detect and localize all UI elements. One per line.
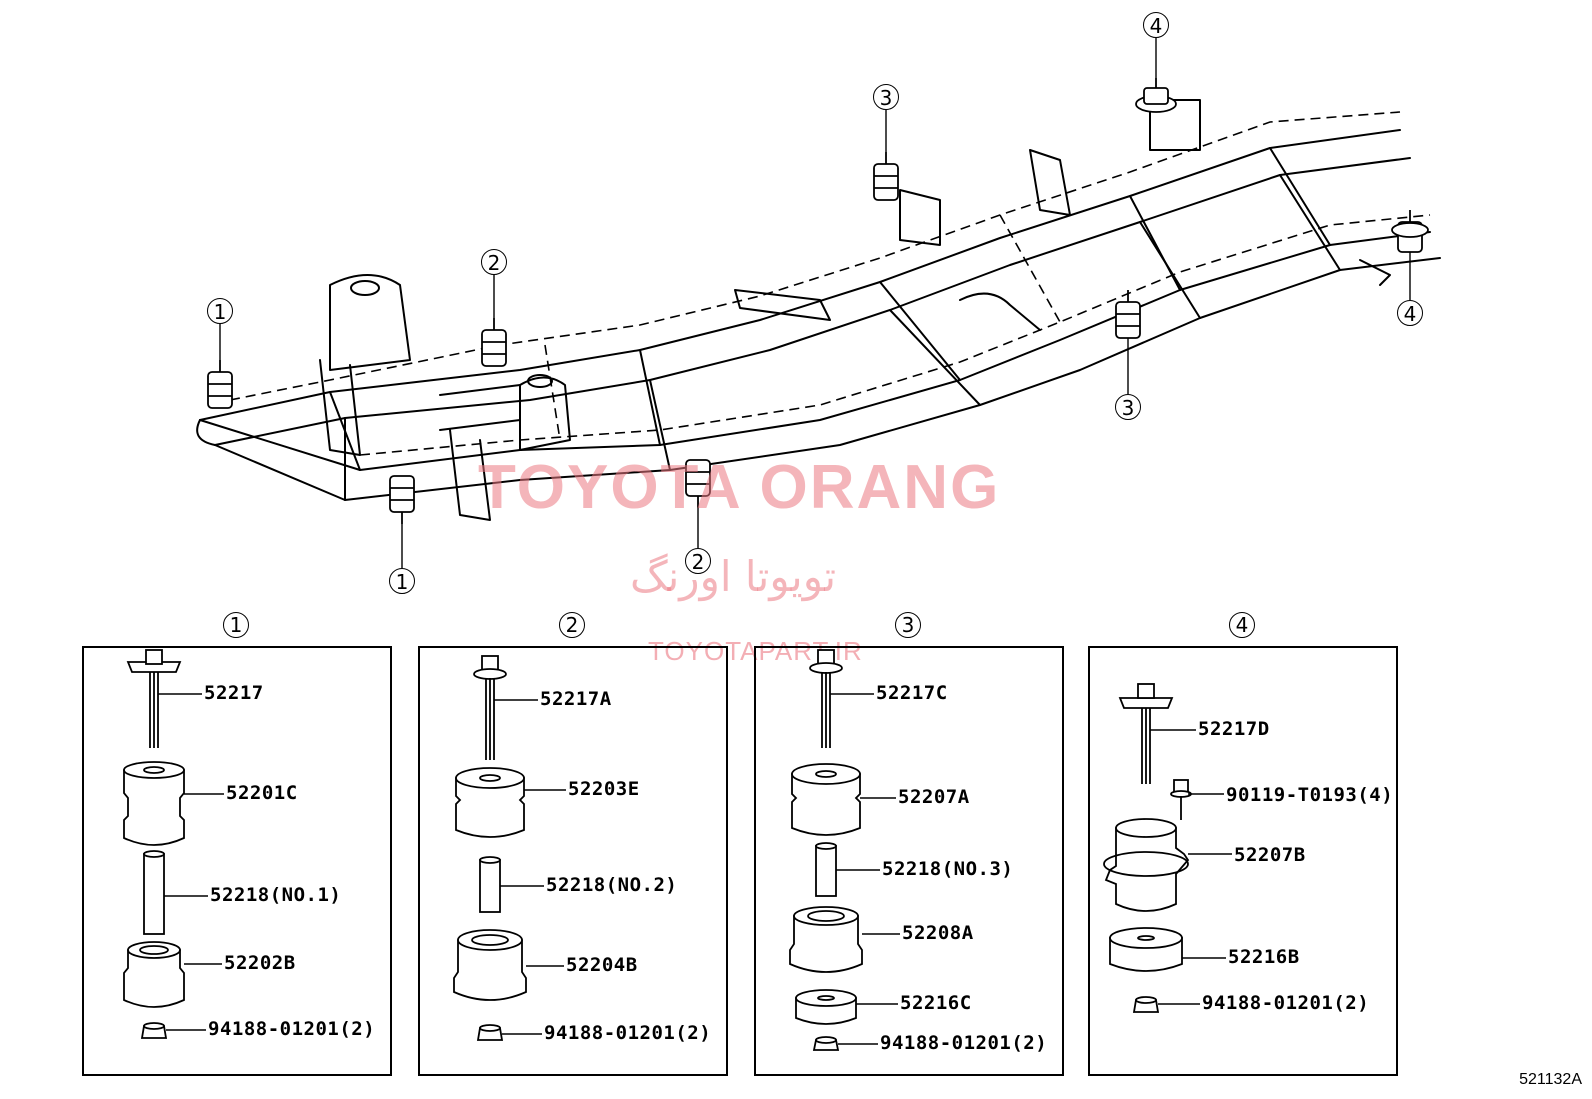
part-52203E[interactable]: 52203E (568, 778, 640, 800)
part-52217A[interactable]: 52217A (540, 688, 612, 710)
frame-mount-4a (1135, 78, 1177, 113)
part-52218-no1[interactable]: 52218(NO.1) (210, 884, 342, 906)
part-52208A[interactable]: 52208A (902, 922, 974, 944)
part-94188-01201[interactable]: 94188-01201(2) (208, 1018, 376, 1040)
panel-3-callout: 3 (895, 612, 921, 638)
part-52217C[interactable]: 52217C (876, 682, 948, 704)
watermark-english: TOYOTA ORANG (478, 453, 1001, 522)
part-52217D[interactable]: 52217D (1198, 718, 1270, 740)
panel-1: 52217 52201C 52218(NO.1) 52202B 94188-01… (82, 646, 392, 1076)
frame-mount-3a (873, 152, 899, 201)
part-52216C[interactable]: 52216C (900, 992, 972, 1014)
frame-callout-3b: 3 (1115, 394, 1141, 420)
frame-mount-2b (685, 459, 711, 508)
figure-reference: 521132A (1519, 1071, 1582, 1088)
frame-mount-1a (207, 360, 233, 409)
panel-4-callout: 4 (1229, 612, 1255, 638)
frame-mount-1b (389, 475, 415, 524)
part-52204B[interactable]: 52204B (566, 954, 638, 976)
frame-mount-2a (481, 318, 507, 367)
frame-callout-2b: 2 (685, 548, 711, 574)
chassis-frame-illustration (196, 38, 1441, 568)
part-94188-01201[interactable]: 94188-01201(2) (544, 1022, 712, 1044)
part-52207B[interactable]: 52207B (1234, 844, 1306, 866)
part-94188-01201[interactable]: 94188-01201(2) (880, 1032, 1048, 1054)
frame-mount-4b (1391, 210, 1429, 253)
part-90119-T0193[interactable]: 90119-T0193(4) (1226, 784, 1394, 806)
watermark-persian: تویوتا اورنگ (630, 552, 837, 601)
frame-callout-2a: 2 (481, 249, 507, 275)
frame-callout-1a: 1 (207, 298, 233, 324)
frame-callout-4b: 4 (1397, 300, 1423, 326)
part-52202B[interactable]: 52202B (224, 952, 296, 974)
frame-callout-3a: 3 (873, 84, 899, 110)
part-52218-no2[interactable]: 52218(NO.2) (546, 874, 678, 896)
panel-4: 52217D 90119-T0193(4) 52207B 52216B 9418… (1088, 646, 1398, 1076)
frame-callout-1b: 1 (389, 568, 415, 594)
panel-3: 52217C 52207A 52218(NO.3) 52208A 52216C … (754, 646, 1064, 1076)
part-52216B[interactable]: 52216B (1228, 946, 1300, 968)
panel-2-callout: 2 (559, 612, 585, 638)
part-52201C[interactable]: 52201C (226, 782, 298, 804)
panel-2: 52217A 52203E 52218(NO.2) 52204B 94188-0… (418, 646, 728, 1076)
frame-callout-4a: 4 (1143, 12, 1169, 38)
panel-1-callout: 1 (223, 612, 249, 638)
frame-mount-3b (1115, 290, 1141, 339)
part-52207A[interactable]: 52207A (898, 786, 970, 808)
part-94188-01201[interactable]: 94188-01201(2) (1202, 992, 1370, 1014)
part-52218-no3[interactable]: 52218(NO.3) (882, 858, 1014, 880)
part-52217[interactable]: 52217 (204, 682, 264, 704)
